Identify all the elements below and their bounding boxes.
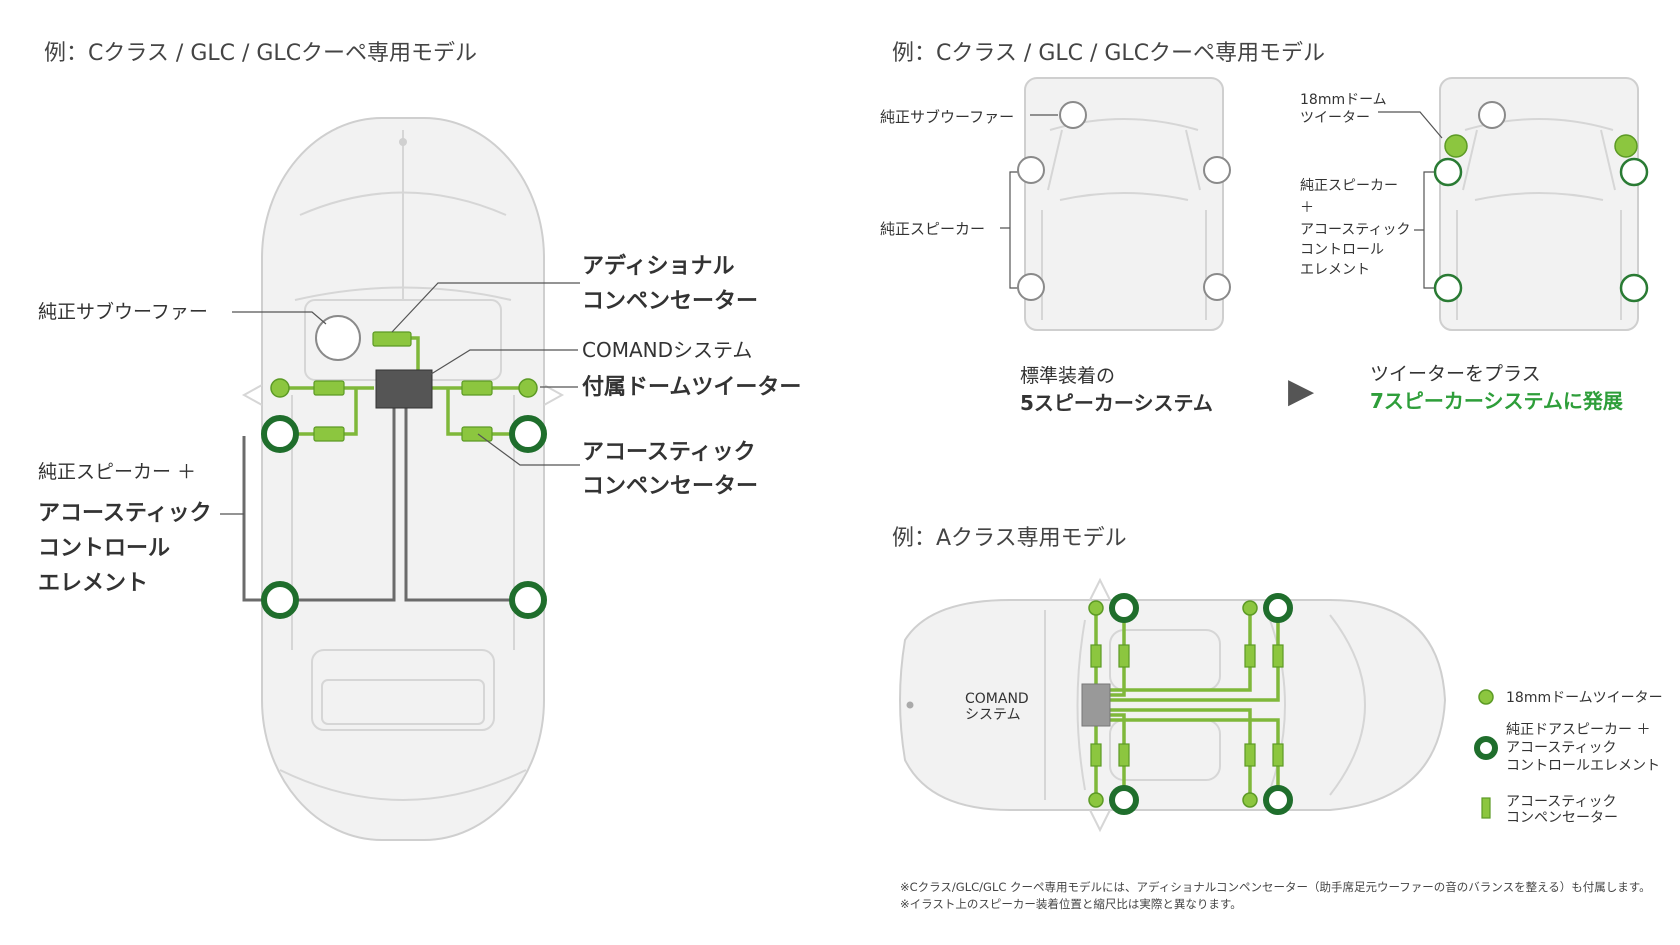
tr-speaker-ace-3: アコースティック (1300, 222, 1410, 238)
left-car-illustration (241, 117, 565, 841)
subwoofer-icon (315, 315, 361, 361)
before-caption-2: 5スピーカーシステム (1020, 391, 1213, 415)
speaker-icon (261, 581, 299, 619)
subwoofer-icon (1059, 101, 1087, 129)
legend-tweeter-icon (1478, 689, 1494, 705)
legend-comp-label-1: アコースティック (1506, 794, 1616, 810)
speaker-label-4: エレメント (38, 571, 148, 596)
subwoofer-label: 純正サブウーファー (38, 300, 208, 323)
legend: 18mmドームツイーター 純正ドアスピーカー ＋ アコースティック コントロール… (1474, 689, 1663, 826)
legend-speaker-icon (1474, 736, 1498, 760)
compensator-icon (1272, 644, 1284, 668)
tweeter-icon (1614, 134, 1638, 158)
speaker-icon (1619, 157, 1649, 187)
after-caption-1: ツイーターをプラス (1370, 363, 1541, 385)
footnote-1: ※Cクラス/GLC/GLC クーペ専用モデルには、アディショナルコンペンセーター… (900, 880, 1651, 894)
speaker-icon (1109, 593, 1139, 623)
compensator-icon (1244, 743, 1256, 767)
compensator-icon (461, 426, 493, 442)
speaker-icon (509, 581, 547, 619)
compensator-icon (313, 380, 345, 396)
compensator-icon (461, 380, 493, 396)
compensator-icon (1272, 743, 1284, 767)
a-class-components (1088, 593, 1293, 815)
speaker-icon (1433, 273, 1463, 303)
top-right-leader-lines (1000, 111, 1443, 289)
tweeter-icon (518, 378, 538, 398)
car-after-illustration (1439, 77, 1639, 331)
tr-speaker-ace-4: コントロール (1300, 242, 1384, 258)
legend-speaker-label-3: コントロールエレメント (1506, 758, 1660, 774)
speaker-icon (1017, 273, 1045, 301)
footnote-2: ※イラスト上のスピーカー装着位置と縮尺比は実際と異なります。 (900, 897, 1242, 911)
tweeter-label: 付属ドームツイーター (582, 375, 801, 400)
before-caption-1: 標準装着の (1020, 365, 1115, 387)
speaker-icon (1263, 785, 1293, 815)
speaker-icon (509, 415, 547, 453)
compensator-icon (1118, 644, 1130, 668)
comand-system-label: COMANDシステム (582, 338, 752, 362)
legend-tweeter-label: 18mmドームツイーター (1506, 690, 1663, 706)
compensator-icon (1090, 644, 1102, 668)
compensator-icon (1244, 644, 1256, 668)
a-class-car-illustration (899, 577, 1447, 833)
compensator-icon (1090, 743, 1102, 767)
comand-unit (1081, 683, 1111, 727)
tweeter-icon (270, 378, 290, 398)
tr-tweeter-label-1: 18mmドーム (1300, 92, 1387, 108)
tweeter-icon (1242, 600, 1258, 616)
speaker-icon (1619, 273, 1649, 303)
compensator-icon (313, 426, 345, 442)
tr-tweeter-label-2: ツイーター (1300, 110, 1370, 126)
bottom-right-title: 例：Aクラス専用モデル (892, 526, 1127, 551)
tr-speaker-ace-1: 純正スピーカー (1300, 178, 1398, 194)
subwoofer-icon (1478, 101, 1506, 129)
tr-speaker-label: 純正スピーカー (880, 220, 985, 238)
tweeter-icon (1088, 792, 1104, 808)
after-caption-2: 7スピーカーシステムに発展 (1370, 389, 1623, 413)
acoustic-compensator-label-2: コンペンセーター (582, 474, 758, 499)
legend-comp-label-2: コンペンセーター (1506, 810, 1618, 826)
top-right-title: 例：Cクラス / GLC / GLCクーペ専用モデル (892, 41, 1325, 66)
speaker-icon (1263, 593, 1293, 623)
left-leader-lines (220, 282, 580, 515)
legend-speaker-label-2: アコースティック (1506, 740, 1616, 756)
additional-compensator-label-1: アディショナル (582, 253, 734, 279)
tr-subwoofer-label: 純正サブウーファー (880, 108, 1014, 126)
tweeter-icon (1444, 134, 1468, 158)
speaker-icon (1203, 156, 1231, 184)
compensator-icon (1118, 743, 1130, 767)
speaker-icon (261, 415, 299, 453)
speaker-icon (1433, 157, 1463, 187)
tr-speaker-ace-2: ＋ (1300, 200, 1314, 216)
tr-speaker-ace-5: エレメント (1300, 262, 1370, 278)
speaker-label-1: 純正スピーカー ＋ (38, 461, 196, 483)
speaker-label-3: コントロール (38, 536, 170, 561)
additional-compensator-label-2: コンペンセーター (582, 289, 758, 314)
tweeter-icon (1242, 792, 1258, 808)
a-comand-label-1: COMAND (965, 691, 1029, 707)
speaker-label-2: アコースティック (38, 501, 212, 526)
car-before-illustration (1024, 77, 1224, 331)
left-title: 例：Cクラス / GLC / GLCクーペ専用モデル (44, 41, 477, 66)
additional-compensator-icon (372, 331, 412, 347)
speaker-icon (1017, 156, 1045, 184)
speaker-icon (1203, 273, 1231, 301)
acoustic-compensator-label-1: アコースティック (582, 440, 756, 465)
tweeter-icon (1088, 600, 1104, 616)
legend-speaker-label-1: 純正ドアスピーカー ＋ (1506, 722, 1650, 738)
speaker-icon (1109, 785, 1139, 815)
a-comand-label-2: システム (965, 707, 1021, 723)
arrow-right-icon: ▶ (1288, 371, 1315, 411)
legend-compensator-icon (1481, 797, 1491, 819)
comand-unit (375, 369, 433, 409)
